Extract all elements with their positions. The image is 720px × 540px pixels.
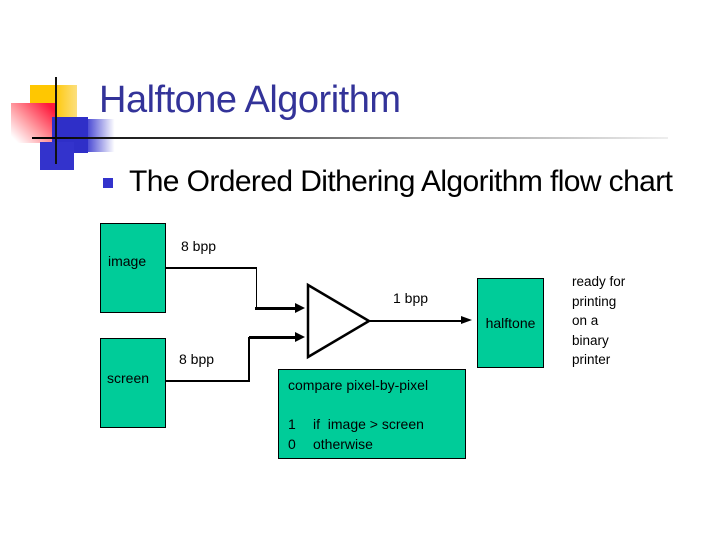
printer-note-line: printer (572, 352, 611, 367)
screen-bpp-label: 8 bpp (179, 351, 215, 367)
screen-arrow-shaft (249, 336, 296, 339)
halftone-box: halftone (477, 278, 544, 368)
printer-note-line: binary (572, 332, 609, 348)
compare-box-title: compare pixel-by-pixel (288, 377, 429, 393)
printer-note: ready for printing on a binary printer (572, 272, 625, 370)
compare-rule-value: 1 (288, 416, 296, 432)
output-arrowhead-icon (461, 316, 472, 324)
logo-crosshair-vertical-line (55, 77, 57, 164)
image-bpp-label: 8 bpp (181, 238, 217, 254)
screen-arrowhead-icon (295, 332, 305, 342)
screen-box: screen (100, 338, 166, 428)
compare-rule-row: 1 if image > screen (288, 414, 465, 434)
bullet-text: The Ordered Dithering Algorithm flow cha… (129, 165, 673, 198)
image-connector-vertical-line (255, 267, 257, 309)
printer-note-line: on a (572, 313, 599, 328)
compare-rule-row: 0 otherwise (288, 434, 465, 454)
image-box-label: image (108, 253, 147, 269)
screen-box-label: screen (107, 370, 150, 386)
title-underline-rule (32, 137, 668, 139)
compare-rule-condition: otherwise (313, 436, 373, 452)
compare-rule-condition: if image > screen (313, 416, 424, 432)
compare-rule-value: 0 (288, 436, 296, 452)
compare-rules: 1 if image > screen 0 otherwise (288, 414, 465, 454)
comparator-triangle-icon (306, 282, 372, 360)
image-connector-horizontal-line (165, 267, 257, 269)
logo-blue-square-lower (40, 142, 74, 170)
screen-connector-horizontal-line (165, 380, 249, 382)
compare-box: compare pixel-by-pixel 1 if image > scre… (278, 369, 466, 459)
screen-connector-vertical-line (248, 337, 250, 382)
bullet-square-icon (103, 178, 113, 188)
printer-note-line: ready for (572, 274, 626, 289)
halftone-box-label: halftone (485, 315, 536, 331)
slide-title: Halftone Algorithm (99, 79, 401, 121)
output-line (370, 320, 463, 322)
output-bpp-label: 1 bpp (393, 290, 429, 306)
image-arrowhead-icon (295, 303, 305, 313)
image-arrow-shaft (255, 307, 296, 310)
logo-blue-fade-square (88, 119, 116, 152)
image-box: image (100, 223, 166, 313)
printer-note-line: printing (572, 293, 617, 309)
logo-red-square (11, 103, 57, 143)
